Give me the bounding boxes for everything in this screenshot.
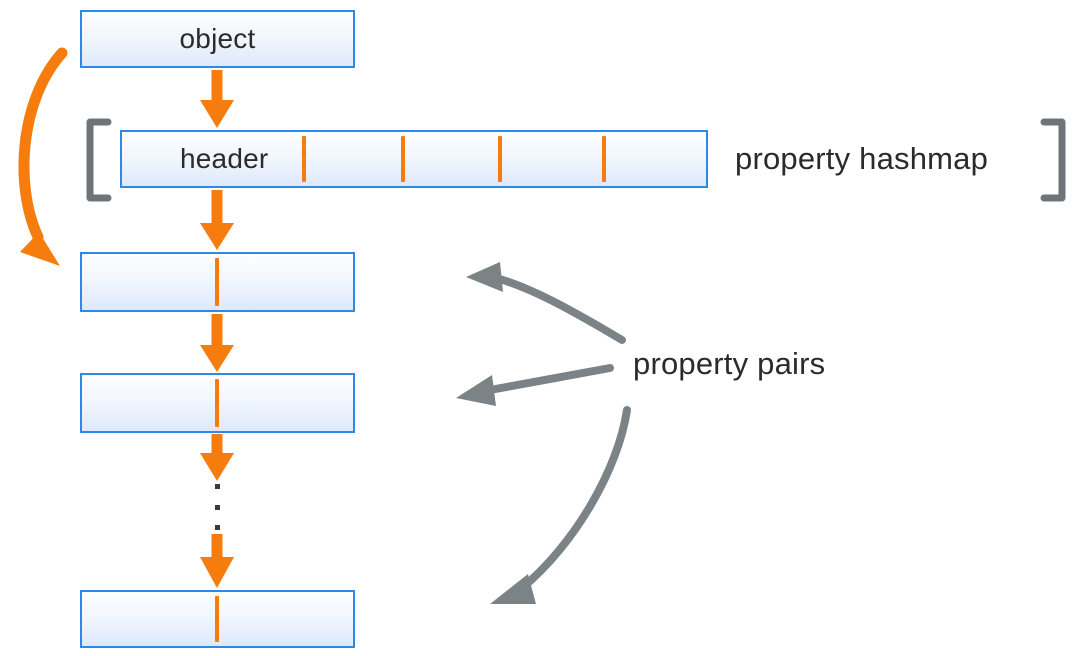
property-hashmap-row[interactable]: header bbox=[120, 130, 708, 188]
orange-arrow-ellipsis-to-pairN bbox=[200, 534, 234, 588]
orange-arrow-header-to-pair1 bbox=[200, 190, 234, 250]
gray-arrow-to-pair1 bbox=[466, 262, 626, 344]
hashmap-slot-tick-3 bbox=[498, 136, 502, 182]
pair-divider-last bbox=[215, 596, 219, 642]
property-pairs-label: property pairs bbox=[633, 346, 826, 381]
gray-arrow-to-pairN bbox=[490, 406, 631, 604]
hashmap-slot-tick-4 bbox=[602, 136, 606, 182]
object-box[interactable]: object bbox=[80, 10, 355, 68]
orange-curved-arrow-object-to-pairs bbox=[18, 47, 68, 266]
object-box-label: object bbox=[179, 23, 256, 54]
left-bracket bbox=[86, 118, 112, 202]
orange-arrow-object-to-header bbox=[200, 70, 234, 128]
vertical-ellipsis bbox=[208, 484, 226, 530]
right-bracket bbox=[1040, 118, 1066, 202]
gray-arrow-to-pair2 bbox=[456, 364, 614, 406]
hashmap-slot-tick-2 bbox=[401, 136, 405, 182]
pair-divider-2 bbox=[215, 379, 219, 427]
orange-arrow-pair2-to-ellipsis bbox=[200, 434, 234, 481]
property-hashmap-label: property hashmap bbox=[735, 141, 989, 176]
header-box-label: header bbox=[180, 143, 269, 174]
pair-divider-1 bbox=[215, 258, 219, 306]
orange-arrow-pair1-to-pair2 bbox=[200, 314, 234, 372]
hashmap-slot-tick-1 bbox=[302, 136, 306, 182]
